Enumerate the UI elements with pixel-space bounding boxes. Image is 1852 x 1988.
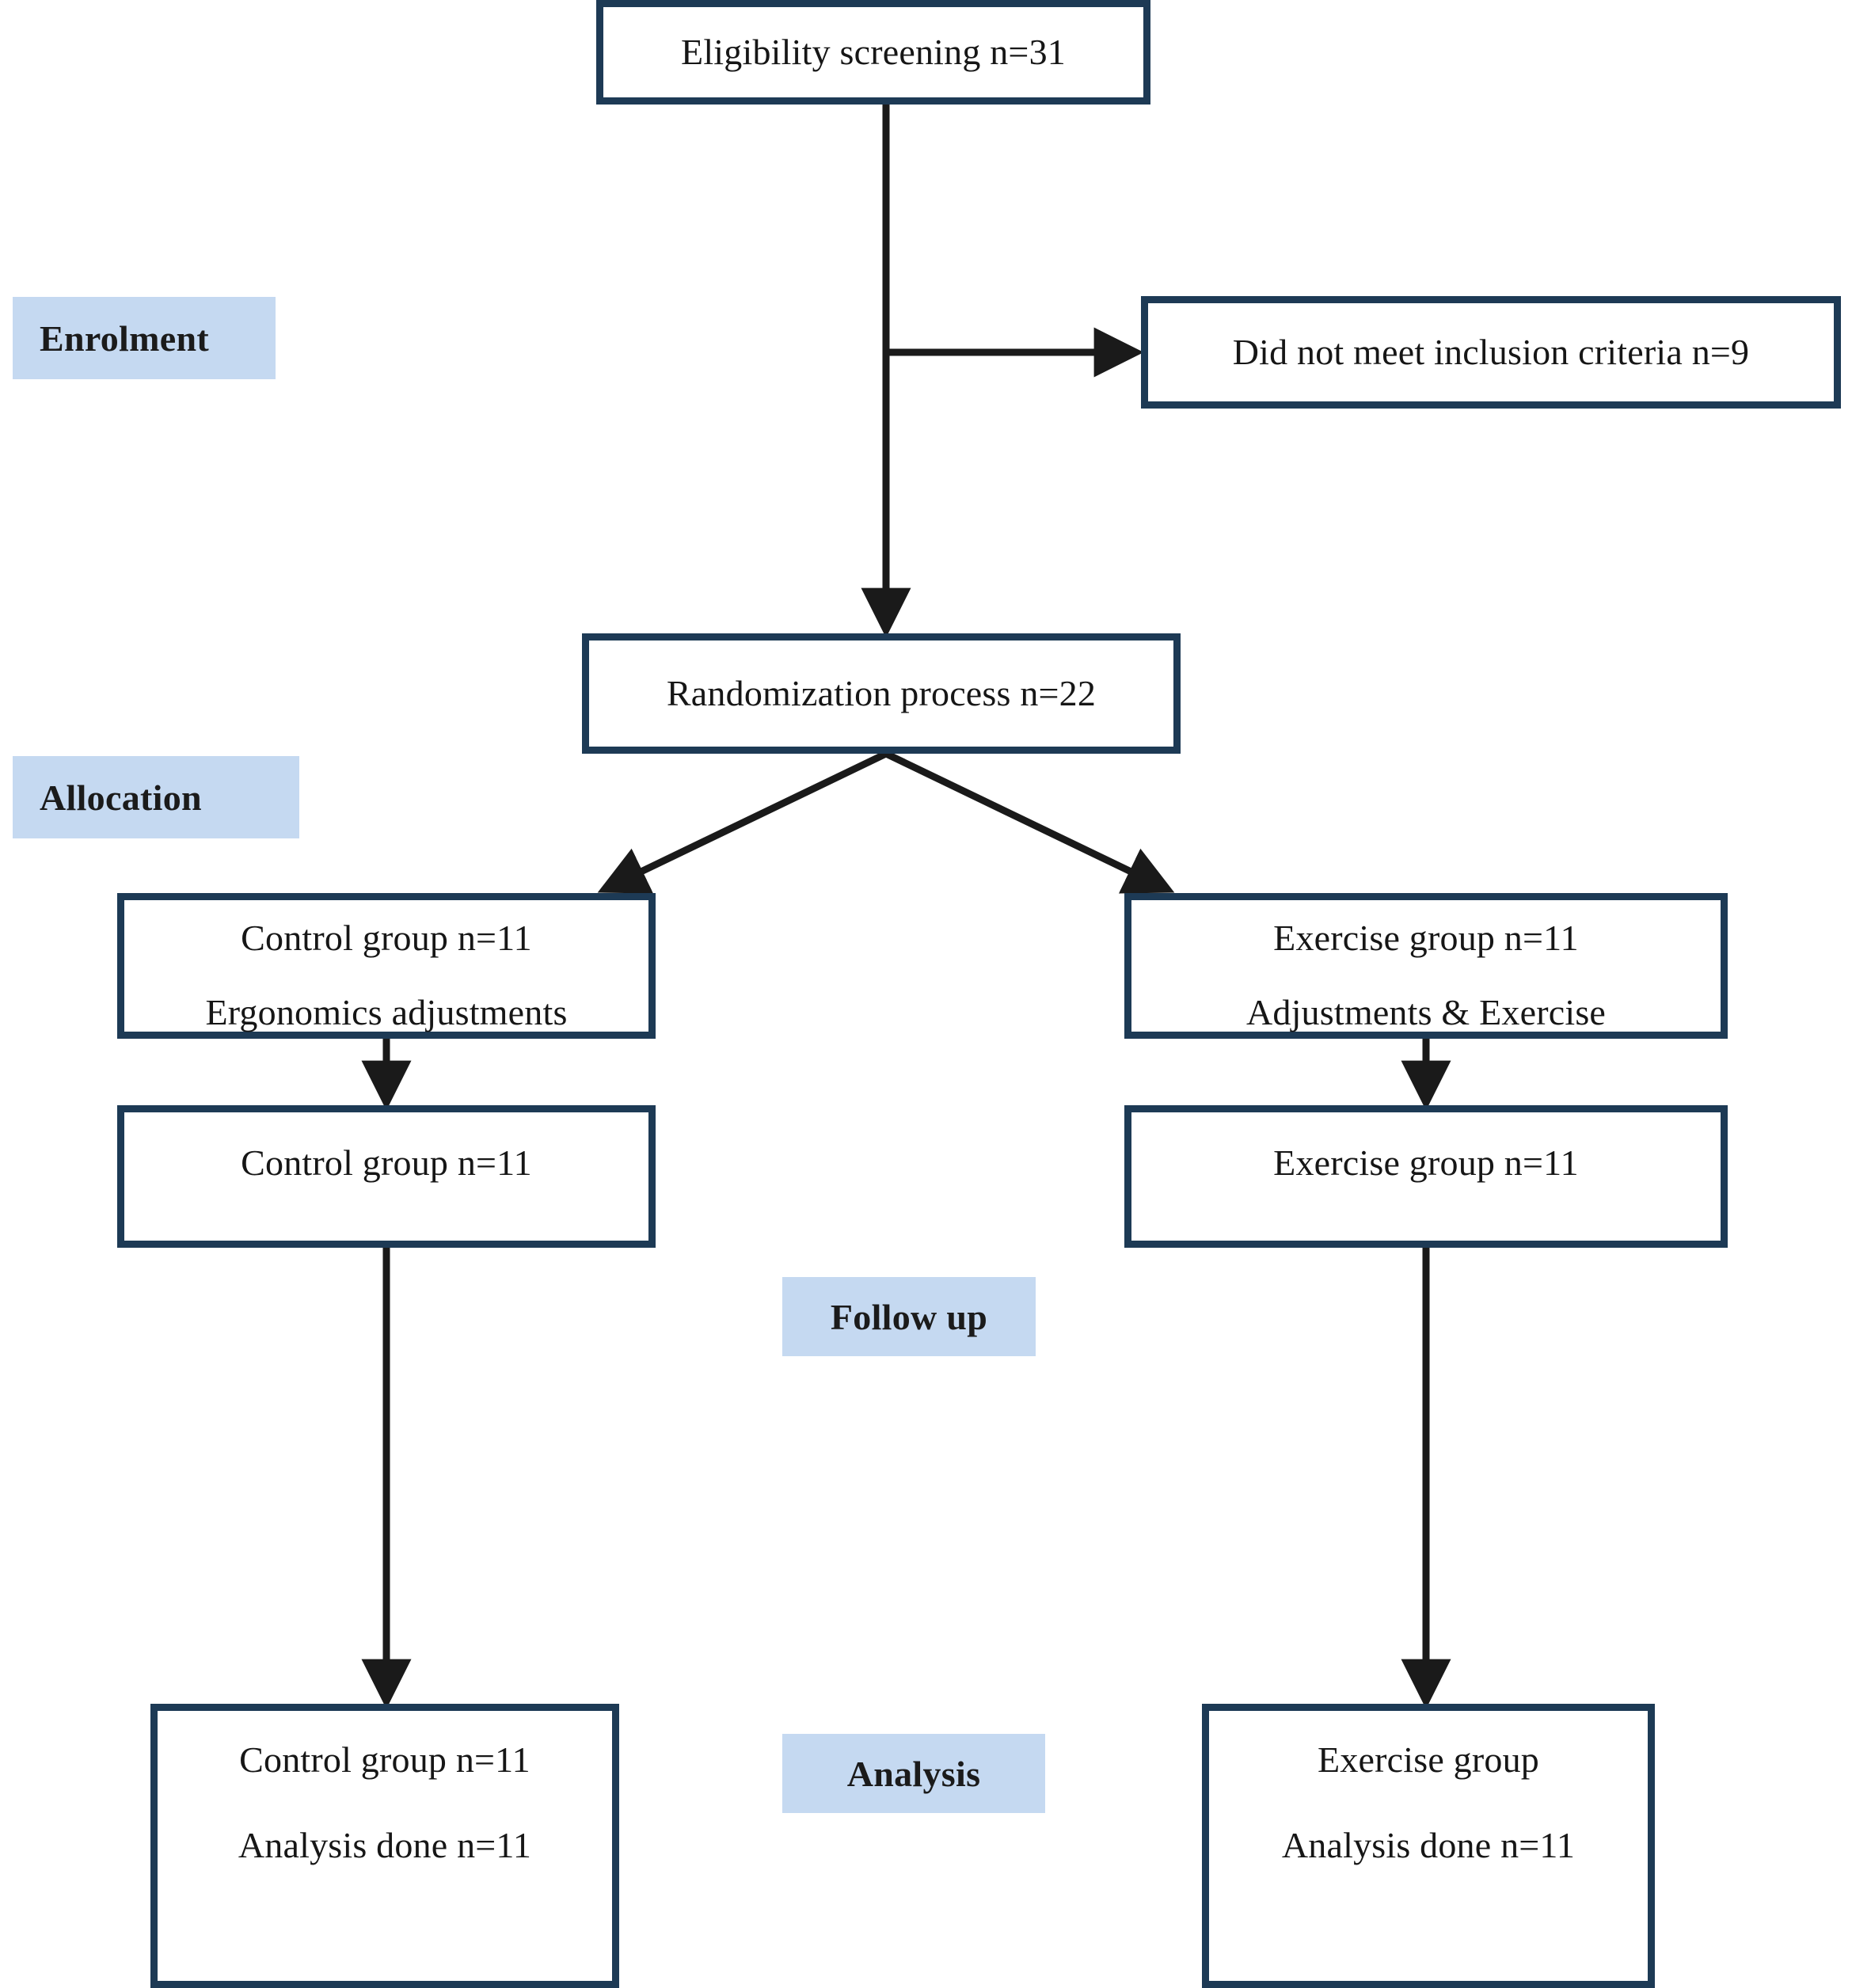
node-analysis-control-group: Control group n=11 Analysis done n=11 [150, 1704, 619, 1988]
node-allocation-exercise-group-line-1: Exercise group n=11 [1273, 918, 1579, 958]
node-followup-exercise-group-line-1: Exercise group n=11 [1273, 1142, 1579, 1183]
node-allocation-control-group-line-2: Ergonomics adjustments [205, 991, 568, 1032]
node-analysis-exercise-group-line-1: Exercise group [1318, 1739, 1539, 1780]
node-analysis-exercise-group-line-2: Analysis done n=11 [1281, 1825, 1576, 1866]
node-did-not-meet-inclusion-criteria-line-1: Did not meet inclusion criteria n=9 [1232, 331, 1750, 372]
stage-label-enrolment: Enrolment [13, 297, 276, 379]
stage-label-follow-up: Follow up [782, 1277, 1036, 1356]
node-randomization-process: Randomization process n=22 [582, 633, 1181, 754]
node-did-not-meet-inclusion-criteria: Did not meet inclusion criteria n=9 [1141, 296, 1841, 409]
node-analysis-control-group-line-2: Analysis done n=11 [238, 1825, 532, 1866]
node-followup-exercise-group: Exercise group n=11 [1124, 1105, 1728, 1248]
node-allocation-control-group-line-1: Control group n=11 [241, 918, 532, 958]
node-eligibility-screening-line-1: Eligibility screening n=31 [681, 31, 1066, 72]
node-followup-control-group: Control group n=11 [117, 1105, 656, 1248]
node-randomization-process-line-1: Randomization process n=22 [666, 672, 1097, 713]
node-allocation-exercise-group-line-2: Adjustments & Exercise [1245, 991, 1607, 1032]
node-eligibility-screening: Eligibility screening n=31 [596, 0, 1150, 105]
stage-label-allocation: Allocation [13, 756, 299, 838]
node-analysis-control-group-line-1: Control group n=11 [239, 1739, 531, 1780]
node-analysis-exercise-group: Exercise group Analysis done n=11 [1202, 1704, 1655, 1988]
node-followup-control-group-line-1: Control group n=11 [241, 1142, 532, 1183]
node-allocation-exercise-group: Exercise group n=11 Adjustments & Exerci… [1124, 893, 1728, 1039]
edge-randomization-to-exercise [884, 750, 1175, 894]
edge-randomization-to-control [597, 750, 888, 894]
stage-label-analysis: Analysis [782, 1734, 1045, 1813]
node-allocation-control-group: Control group n=11 Ergonomics adjustment… [117, 893, 656, 1039]
